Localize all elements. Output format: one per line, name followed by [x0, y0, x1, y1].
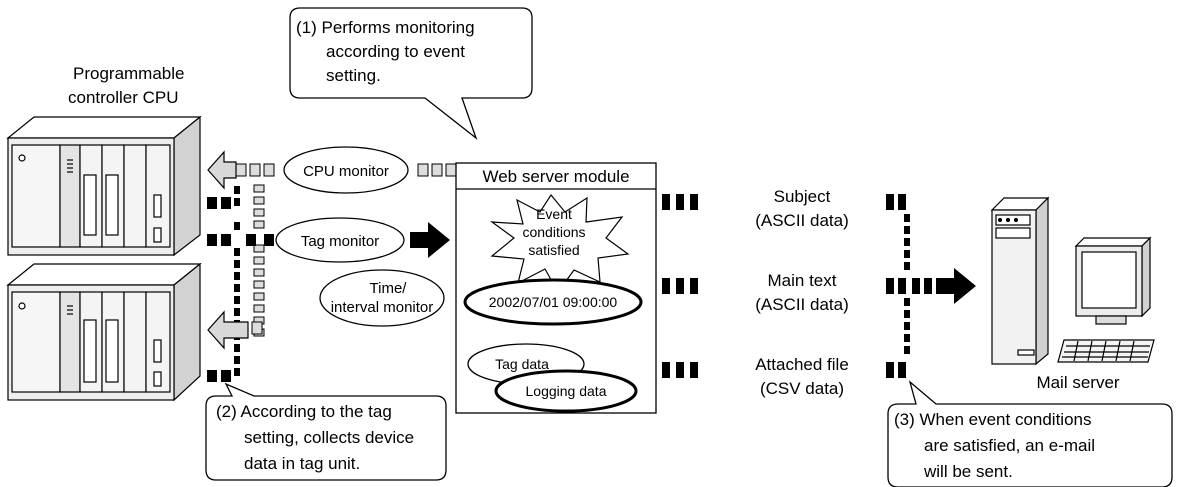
- main-text-line1: Main text: [768, 271, 837, 290]
- logging-data-label: Logging data: [526, 383, 607, 399]
- mail-server-computer-icon: [990, 196, 1155, 366]
- time-monitor-ellipse: [319, 269, 445, 327]
- arrow-to-plc-bottom-icon: [207, 310, 249, 350]
- callout-2-line3: data in tag unit.: [244, 454, 360, 473]
- mail-bus-dashes: [886, 194, 932, 378]
- logging-data-ellipse: [494, 369, 638, 413]
- web-server-module: Web server module Event conditions satis…: [455, 162, 657, 414]
- arrow-to-plc-top-icon: [207, 150, 237, 190]
- plc-bus-dashes: [207, 163, 457, 382]
- tag-data-label: Tag data: [495, 356, 549, 372]
- callout-3-line2: are satisfied, an e-mail: [924, 436, 1095, 455]
- callout-1-line2: according to event: [326, 42, 465, 61]
- attached-line1: Attached file: [755, 355, 849, 374]
- plc-rack-top: [6, 115, 202, 257]
- attached-line2: (CSV data): [760, 379, 844, 398]
- callout-3: (3) When event conditions are satisfied,…: [887, 380, 1173, 487]
- main-text-line2: (ASCII data): [755, 295, 849, 314]
- callout-2-line1: (2) According to the tag: [216, 402, 392, 421]
- time-monitor-label-line2: interval monitor: [331, 299, 434, 316]
- event-line3: satisfied: [528, 242, 579, 258]
- tag-monitor-arrow-icon: [410, 222, 450, 258]
- callout-3-line1: (3) When event conditions: [894, 410, 1092, 429]
- tag-monitor-label: Tag monitor: [301, 233, 379, 250]
- web-server-title: Web server module: [482, 167, 629, 186]
- callout-1: (1) Performs monitoring according to eve…: [289, 7, 533, 140]
- cpu-monitor-ellipse: [283, 146, 409, 194]
- subject-line2: (ASCII data): [755, 211, 849, 230]
- subject-line1: Subject: [774, 187, 831, 206]
- plc-label-line2: controller CPU: [68, 88, 179, 107]
- event-line1: Event: [536, 206, 572, 222]
- tag-monitor-ellipse: [275, 217, 405, 263]
- datetime-ellipse: [463, 278, 643, 326]
- callout-2: (2) According to the tag setting, collec…: [205, 382, 447, 481]
- callout-1-line1: (1) Performs monitoring: [296, 18, 475, 37]
- plc-label-line1: Programmable: [73, 64, 185, 83]
- time-monitor-label-line1: Time/: [370, 280, 408, 297]
- cpu-monitor-label: CPU monitor: [303, 163, 389, 180]
- mail-server-label: Mail server: [1036, 373, 1119, 392]
- callout-1-line3: setting.: [326, 66, 381, 85]
- plc-rack-bottom: [6, 262, 202, 402]
- callout-3-line3: will be sent.: [923, 462, 1013, 481]
- datetime-value: 2002/07/01 09:00:00: [489, 294, 618, 310]
- event-line2: conditions: [522, 224, 585, 240]
- send-to-mail-server-arrow-icon: [936, 268, 976, 304]
- callout-2-line2: setting, collects device: [244, 428, 414, 447]
- mail-part-dashes: [662, 194, 698, 378]
